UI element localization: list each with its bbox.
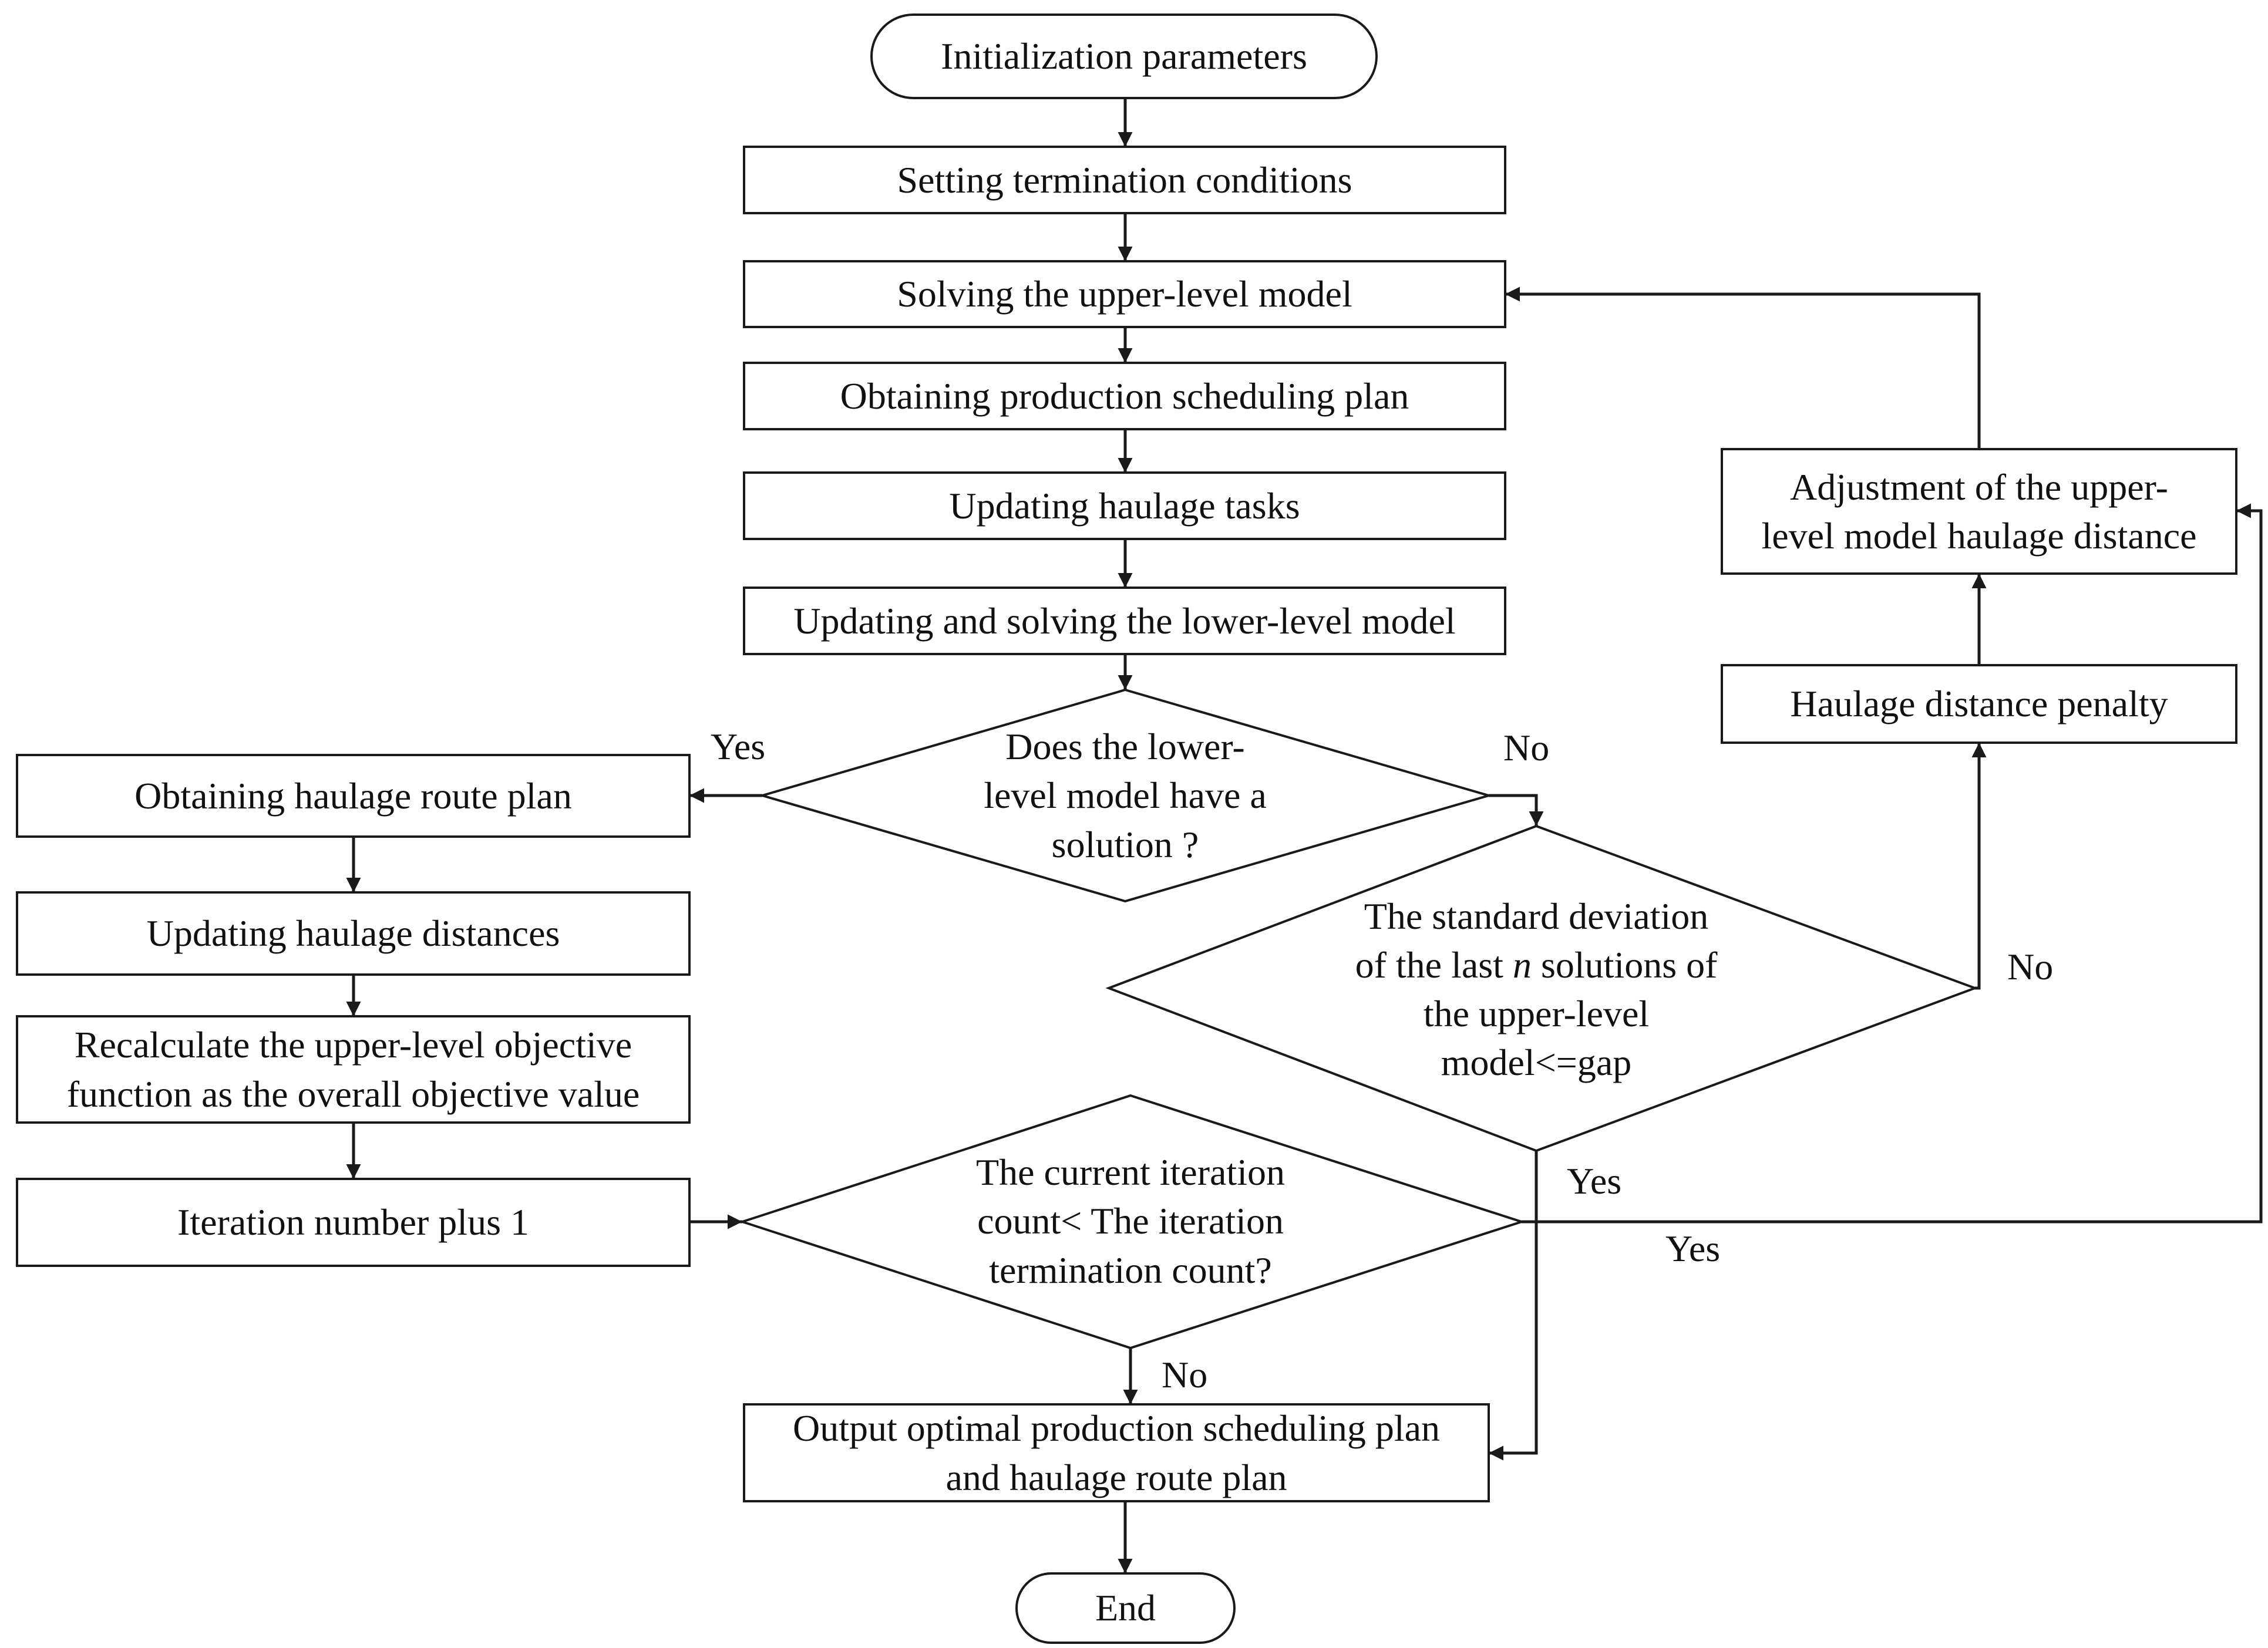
arrow-std-yes-to-output <box>1489 1151 1538 1461</box>
obtain-schedule-label: Obtaining production scheduling plan <box>840 375 1409 417</box>
penalty-node: Haulage distance penalty <box>1722 665 2236 743</box>
recalc-line-2: function as the overall objective value <box>66 1073 640 1115</box>
std-line-3: the upper-level <box>1423 993 1650 1034</box>
std-line-2: of the last n solutions of <box>1355 941 1718 989</box>
route-plan-box <box>16 754 691 838</box>
penalty-box <box>1721 664 2237 744</box>
lower-solution-decision <box>758 688 1493 903</box>
update-distances-node: Updating haulage distances <box>17 892 689 975</box>
edge-label-yes-lower: Yes <box>711 726 766 767</box>
std-line-2a: of the last <box>1355 943 1513 986</box>
update-tasks-label: Updating haulage tasks <box>949 484 1300 527</box>
iter-plus-node: Iteration number plus 1 <box>17 1179 689 1266</box>
termination-box <box>743 146 1506 214</box>
adjust-line-1: Adjustment of the upper- <box>1790 466 2168 508</box>
update-distances-label: Updating haulage distances <box>146 912 560 955</box>
iter-plus-box <box>16 1178 691 1267</box>
iter-plus-label: Iteration number plus 1 <box>177 1201 529 1243</box>
iter-q-line-1: The current iteration <box>976 1151 1285 1194</box>
output-node: Output optimal production scheduling pla… <box>744 1404 1489 1501</box>
start-terminator: Initialization parameters <box>871 15 1377 98</box>
adjust-line-2: level model haulage distance <box>1761 515 2197 557</box>
lower-solution-question: Does the lower- level model have a solut… <box>861 716 1389 875</box>
start-label: Initialization parameters <box>941 35 1307 77</box>
lower-solution-line-1: Does the lower- <box>1005 726 1245 768</box>
route-plan-node: Obtaining haulage route plan <box>17 755 689 837</box>
std-question: The standard deviation of the last n sol… <box>1272 887 1801 1092</box>
output-line-1: Output optimal production scheduling pla… <box>792 1407 1441 1450</box>
arrow-adjust-to-solve-upper <box>1505 287 1981 449</box>
solve-lower-node: Updating and solving the lower-level mod… <box>744 588 1505 654</box>
termination-node: Setting termination conditions <box>744 147 1505 213</box>
solve-upper-node: Solving the upper-level model <box>744 261 1505 327</box>
recalc-node: Recalculate the upper-level objective fu… <box>17 1016 689 1123</box>
end-terminator: End <box>1017 1573 1234 1643</box>
edge-label-yes-std: Yes <box>1567 1160 1622 1202</box>
penalty-label: Haulage distance penalty <box>1790 683 2168 725</box>
edge-label-no-std: No <box>2007 946 2054 988</box>
output-line-2: and haulage route plan <box>945 1456 1287 1498</box>
arrow-iter-yes-to-adjust <box>1522 503 2263 1224</box>
recalc-box <box>16 1015 691 1124</box>
adjust-box <box>1721 448 2237 575</box>
arrow-no-to-std-decision <box>1489 794 1544 826</box>
update-distances-box <box>16 891 691 976</box>
iter-q-line-2: count< The iteration <box>977 1200 1284 1242</box>
adjust-node: Adjustment of the upper- level model hau… <box>1722 449 2236 574</box>
edge-label-no-lower: No <box>1503 727 1550 769</box>
arrow-std-no-to-penalty <box>1971 743 1987 990</box>
solve-upper-label: Solving the upper-level model <box>897 273 1352 315</box>
lower-solution-line-2: level model have a <box>984 774 1267 817</box>
solve-lower-label: Updating and solving the lower-level mod… <box>793 599 1456 642</box>
end-label: End <box>1095 1587 1156 1629</box>
edge-label-no-iter: No <box>1162 1354 1208 1396</box>
std-line-2b: solutions of <box>1531 943 1718 986</box>
obtain-schedule-box <box>743 362 1506 430</box>
obtain-schedule-node: Obtaining production scheduling plan <box>744 363 1505 429</box>
recalc-line-1: Recalculate the upper-level objective <box>74 1024 632 1066</box>
std-line-4: model<=gap <box>1441 1042 1632 1084</box>
termination-label: Setting termination conditions <box>897 159 1352 201</box>
std-line-2-italic-n: n <box>1512 943 1532 986</box>
iter-q-line-3: termination count? <box>989 1249 1272 1291</box>
update-tasks-node: Updating haulage tasks <box>744 473 1505 539</box>
lower-solution-line-3: solution ? <box>1051 823 1199 865</box>
iter-question: The current iteration count< The iterati… <box>866 1142 1395 1300</box>
std-line-1: The standard deviation <box>1364 895 1709 937</box>
route-plan-label: Obtaining haulage route plan <box>134 774 572 817</box>
edge-label-yes-iter: Yes <box>1665 1228 1721 1269</box>
